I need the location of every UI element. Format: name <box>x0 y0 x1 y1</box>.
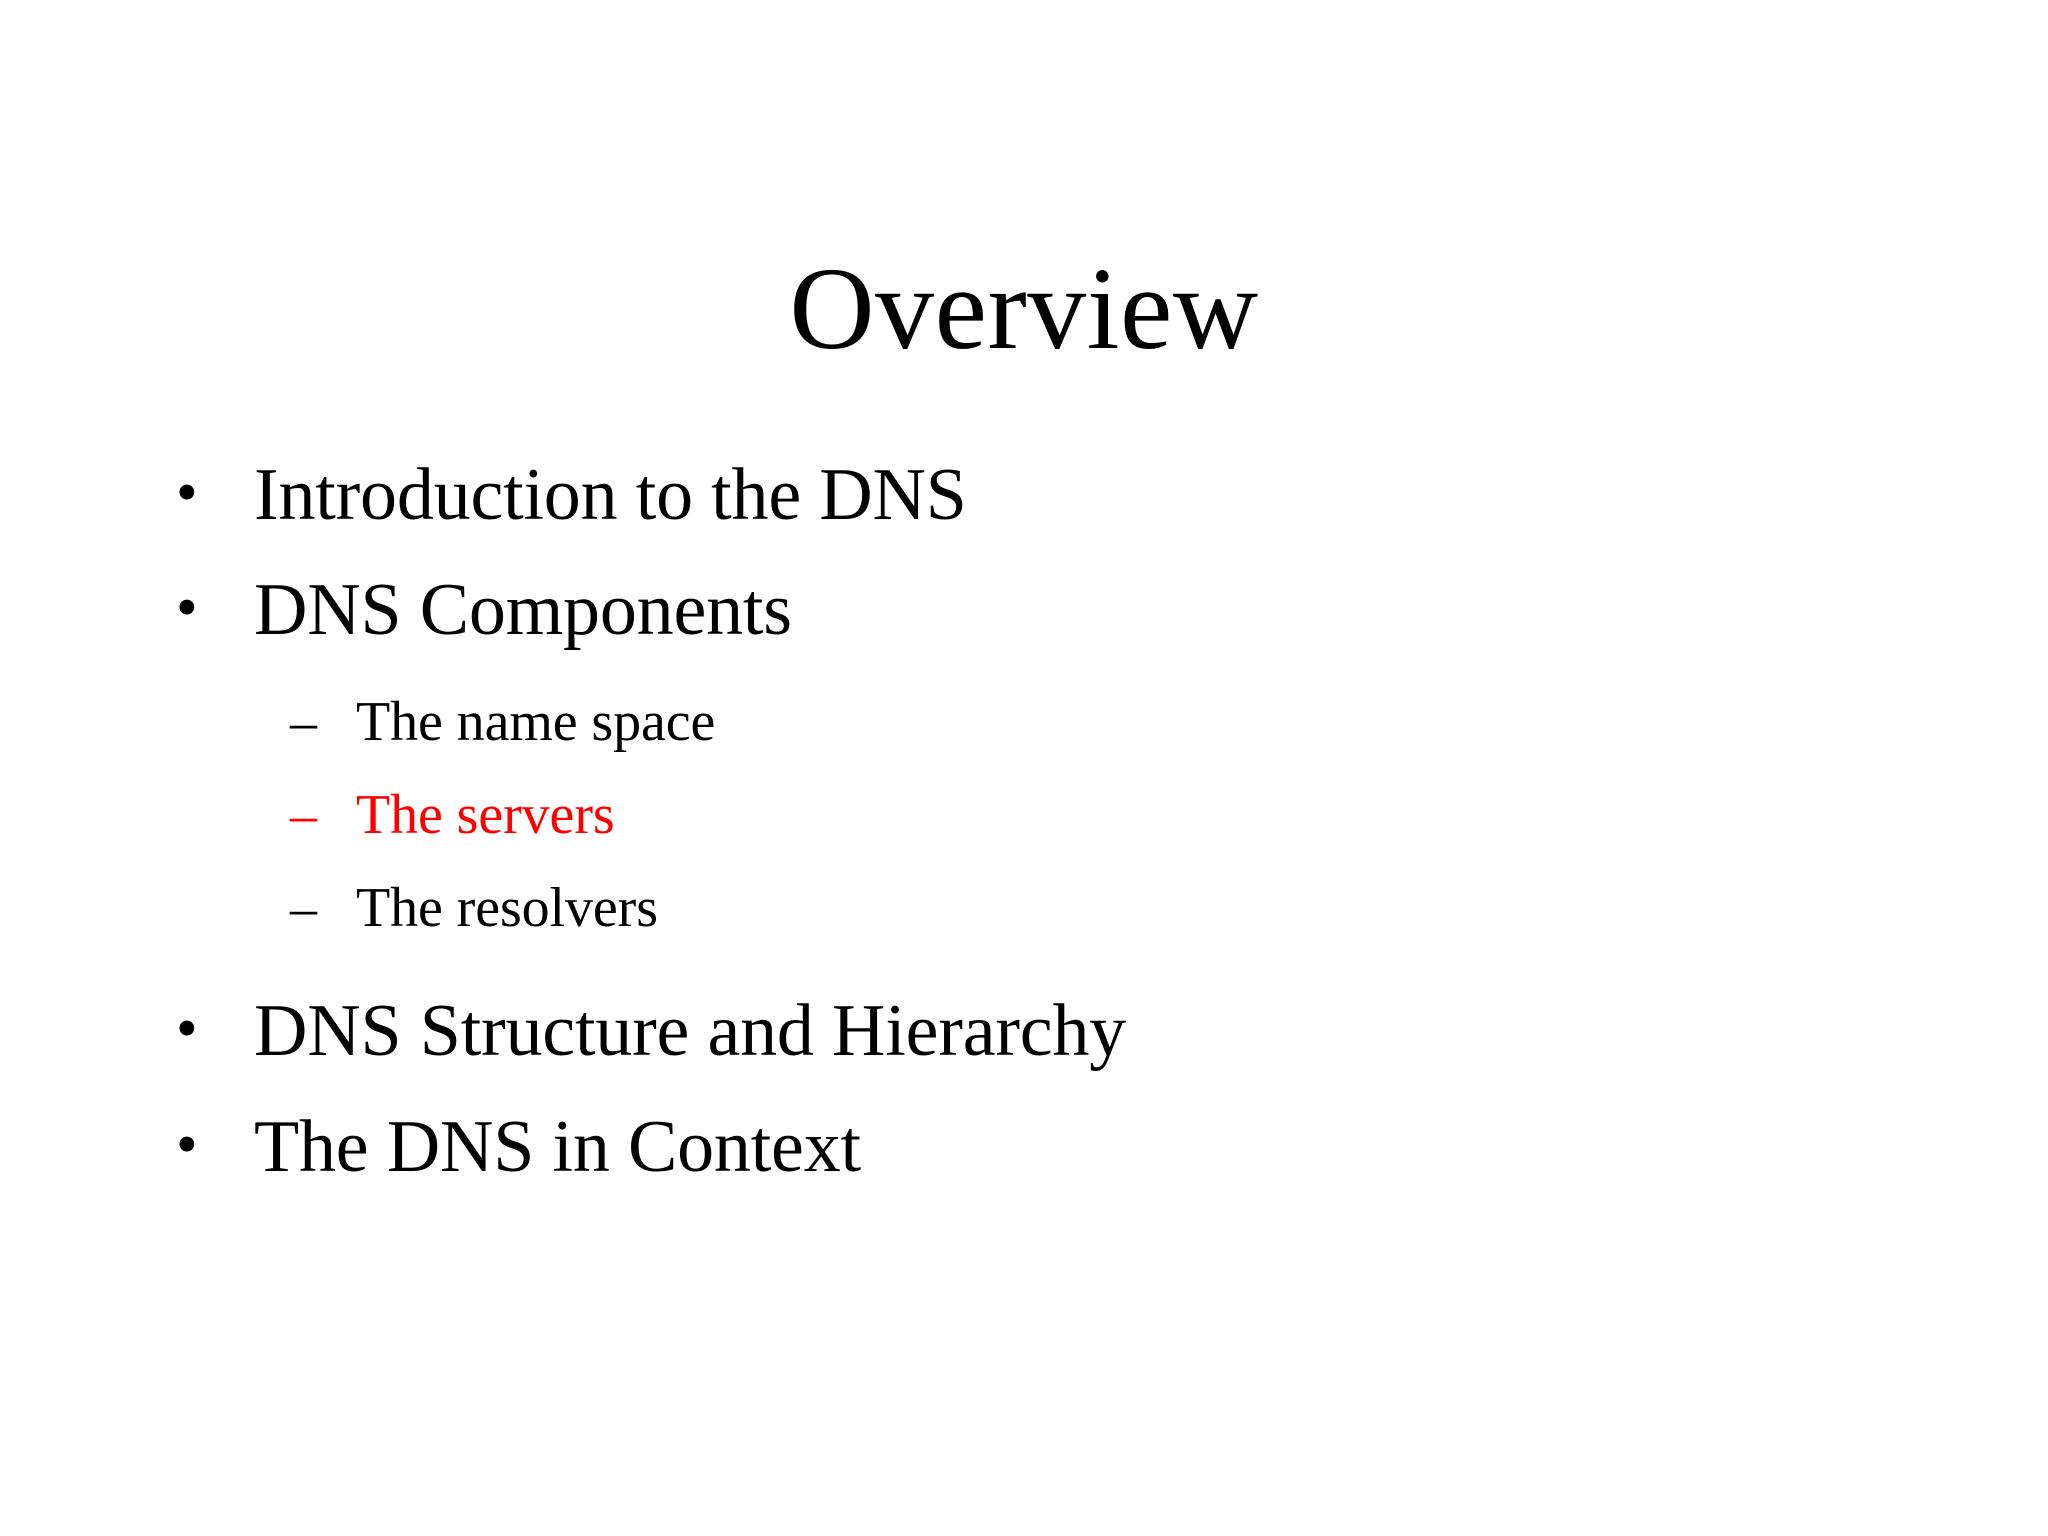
list-item-label: DNS Components <box>254 569 792 652</box>
list-item[interactable]: • Introduction to the DNS <box>170 452 1890 539</box>
list-item-label: The DNS in Context <box>254 1105 861 1188</box>
bullet-list: • Introduction to the DNS • DNS Componen… <box>170 452 1890 1219</box>
bullet-dot-icon: • <box>176 1110 198 1179</box>
sub-list-item-label: The servers <box>356 783 615 846</box>
sub-list-item-label: The resolvers <box>356 877 658 939</box>
bullet-dash-icon: – <box>290 878 317 938</box>
list-item-label: DNS Structure and Hierarchy <box>254 990 1127 1073</box>
bullet-dot-icon: • <box>176 574 198 643</box>
list-item[interactable]: • DNS Components <box>170 567 1890 654</box>
sub-list-item[interactable]: – The resolvers <box>290 875 1890 942</box>
sub-list-item-highlighted[interactable]: – The servers <box>290 782 1890 849</box>
bullet-dot-icon: • <box>176 995 198 1064</box>
sub-list-item[interactable]: – The name space <box>290 689 1890 756</box>
page-title: Overview <box>789 243 1259 375</box>
bullet-dot-icon: • <box>176 459 198 527</box>
bullet-dash-icon: – <box>290 784 317 845</box>
list-item[interactable]: • DNS Structure and Hierarchy <box>170 988 1890 1075</box>
list-item-label: Introduction to the DNS <box>254 454 967 536</box>
bullet-dash-icon: – <box>290 691 317 752</box>
list-item[interactable]: • The DNS in Context <box>170 1104 1890 1191</box>
sub-list-item-label: The name space <box>356 690 716 753</box>
